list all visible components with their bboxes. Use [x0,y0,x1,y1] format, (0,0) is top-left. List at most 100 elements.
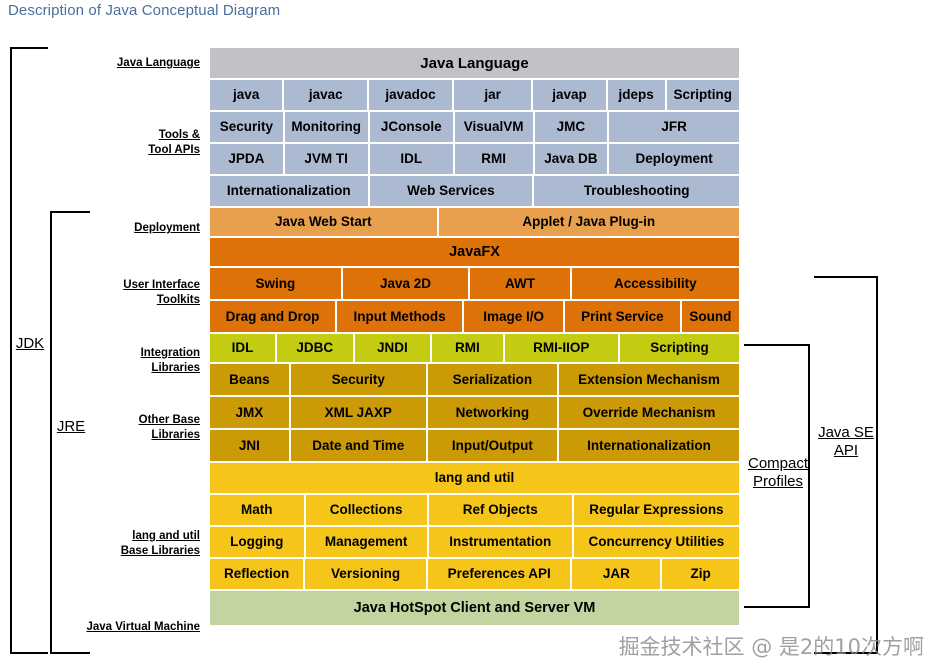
side-label-other-base: Other Base Libraries [60,413,200,442]
watermark: 掘金技术社区 @ 是2的10次方啊 [618,635,924,659]
bracket-label-compact-profiles: Compact Profiles [740,455,816,492]
diagram-cell: Java DB [533,143,609,175]
diagram-cell: Versioning [304,558,427,590]
diagram-cell: Math [209,494,305,526]
diagram-cell: JNI [209,429,290,462]
diagram-cell: Input Methods [336,300,464,333]
diagram-cell: javap [532,79,607,111]
bracket-label-jdk: JDK [15,335,45,352]
diagram-cell: javac [283,79,369,111]
side-label-tools-line2: Tool APIs [148,143,200,156]
diagram-cell: VisualVM [453,111,534,143]
java-se-api-line1: Java SE [818,424,874,441]
diagram-cell: java [209,79,284,111]
diagram-cell: Internationalization [209,175,369,207]
band-java-language: Java Language [209,47,740,79]
diagram-cell: Logging [209,526,305,558]
side-label-tools: Tools & Tool APIs [60,128,200,157]
diagram-cell: Troubleshooting [533,175,740,207]
diagram-cell: Instrumentation [427,526,573,558]
side-label-jvm: Java Virtual Machine [86,621,200,633]
diagram-cell: Applet / Java Plug-in [437,207,740,237]
diagram-cell: JDBC [275,333,354,363]
bracket-label-java-se-api: Java SE API [812,424,880,461]
bracket-jdk [10,47,48,654]
diagram-cell: Swing [209,267,342,300]
diagram-cell: JMX [209,396,290,429]
diagram-cell: JMC [533,111,609,143]
diagram-cell: JAR [571,558,662,590]
diagram-cell: Serialization [426,363,559,396]
side-label-integration-line2: Libraries [151,361,200,374]
cell-java-language-header: Java Language [209,47,740,79]
diagram-cell: Input/Output [426,429,559,462]
diagram-cell: Beans [209,363,290,396]
band-jvm: Java HotSpot Client and Server VM [209,590,740,626]
diagram-cell: Scripting [619,333,740,363]
diagram-cell: Security [289,363,427,396]
diagram-cell: Web Services [368,175,534,207]
diagram-cell: Reflection [209,558,305,590]
diagram-cell: Extension Mechanism [558,363,740,396]
diagram-cell: Networking [426,396,559,429]
diagram-cell: RMI [431,333,504,363]
diagram-cell: Management [304,526,428,558]
diagram-cell: JNDI [353,333,432,363]
diagram-cell: Deployment [608,143,740,175]
diagram-cell: AWT [469,267,571,300]
diagram-cell: JFR [608,111,740,143]
diagram-cell: Date and Time [289,429,427,462]
compact-profiles-line1: Compact [747,455,809,472]
cell-jvm: Java HotSpot Client and Server VM [209,590,740,626]
diagram-cell: JVM TI [283,143,369,175]
diagram-cell: Internationalization [558,429,740,462]
bracket-java-se-api [814,276,878,654]
diagram-cell: Java 2D [341,267,470,300]
diagram-cell: XML JAXP [289,396,427,429]
diagram-cell: Sound [680,300,741,333]
side-label-ui-line1: User Interface [123,279,200,291]
java-se-api-line2: API [833,442,859,460]
side-label-lang-and-util: lang and util Base Libraries [60,529,200,558]
side-label-java-language: Java Language [116,57,200,69]
diagram-cell: Image I/O [463,300,565,333]
diagram-cell: Monitoring [283,111,369,143]
side-label-integration-line1: Integration [140,347,200,359]
cell-lang-and-util-header: lang and util [209,462,740,494]
diagram-cell: Security [209,111,284,143]
side-label-ui-toolkits: User Interface Toolkits [60,278,200,307]
diagram-cell: Scripting [665,79,740,111]
diagram-cell: Collections [304,494,428,526]
diagram-cell: Accessibility [570,267,740,300]
diagram-cell: IDL [368,143,454,175]
compact-profiles-line2: Profiles [752,473,804,491]
cell-javafx: JavaFX [209,237,740,267]
diagram-cell: jdeps [606,79,666,111]
band-javafx: JavaFX [209,237,740,267]
diagram-cell: IDL [209,333,276,363]
diagram-cell: Concurrency Utilities [572,526,740,558]
diagram-cell: jar [452,79,533,111]
diagram-cell: Java Web Start [209,207,438,237]
side-label-langutil-line1: lang and util [132,530,200,542]
side-label-integration: Integration Libraries [60,346,200,375]
diagram-cell: javadoc [368,79,453,111]
